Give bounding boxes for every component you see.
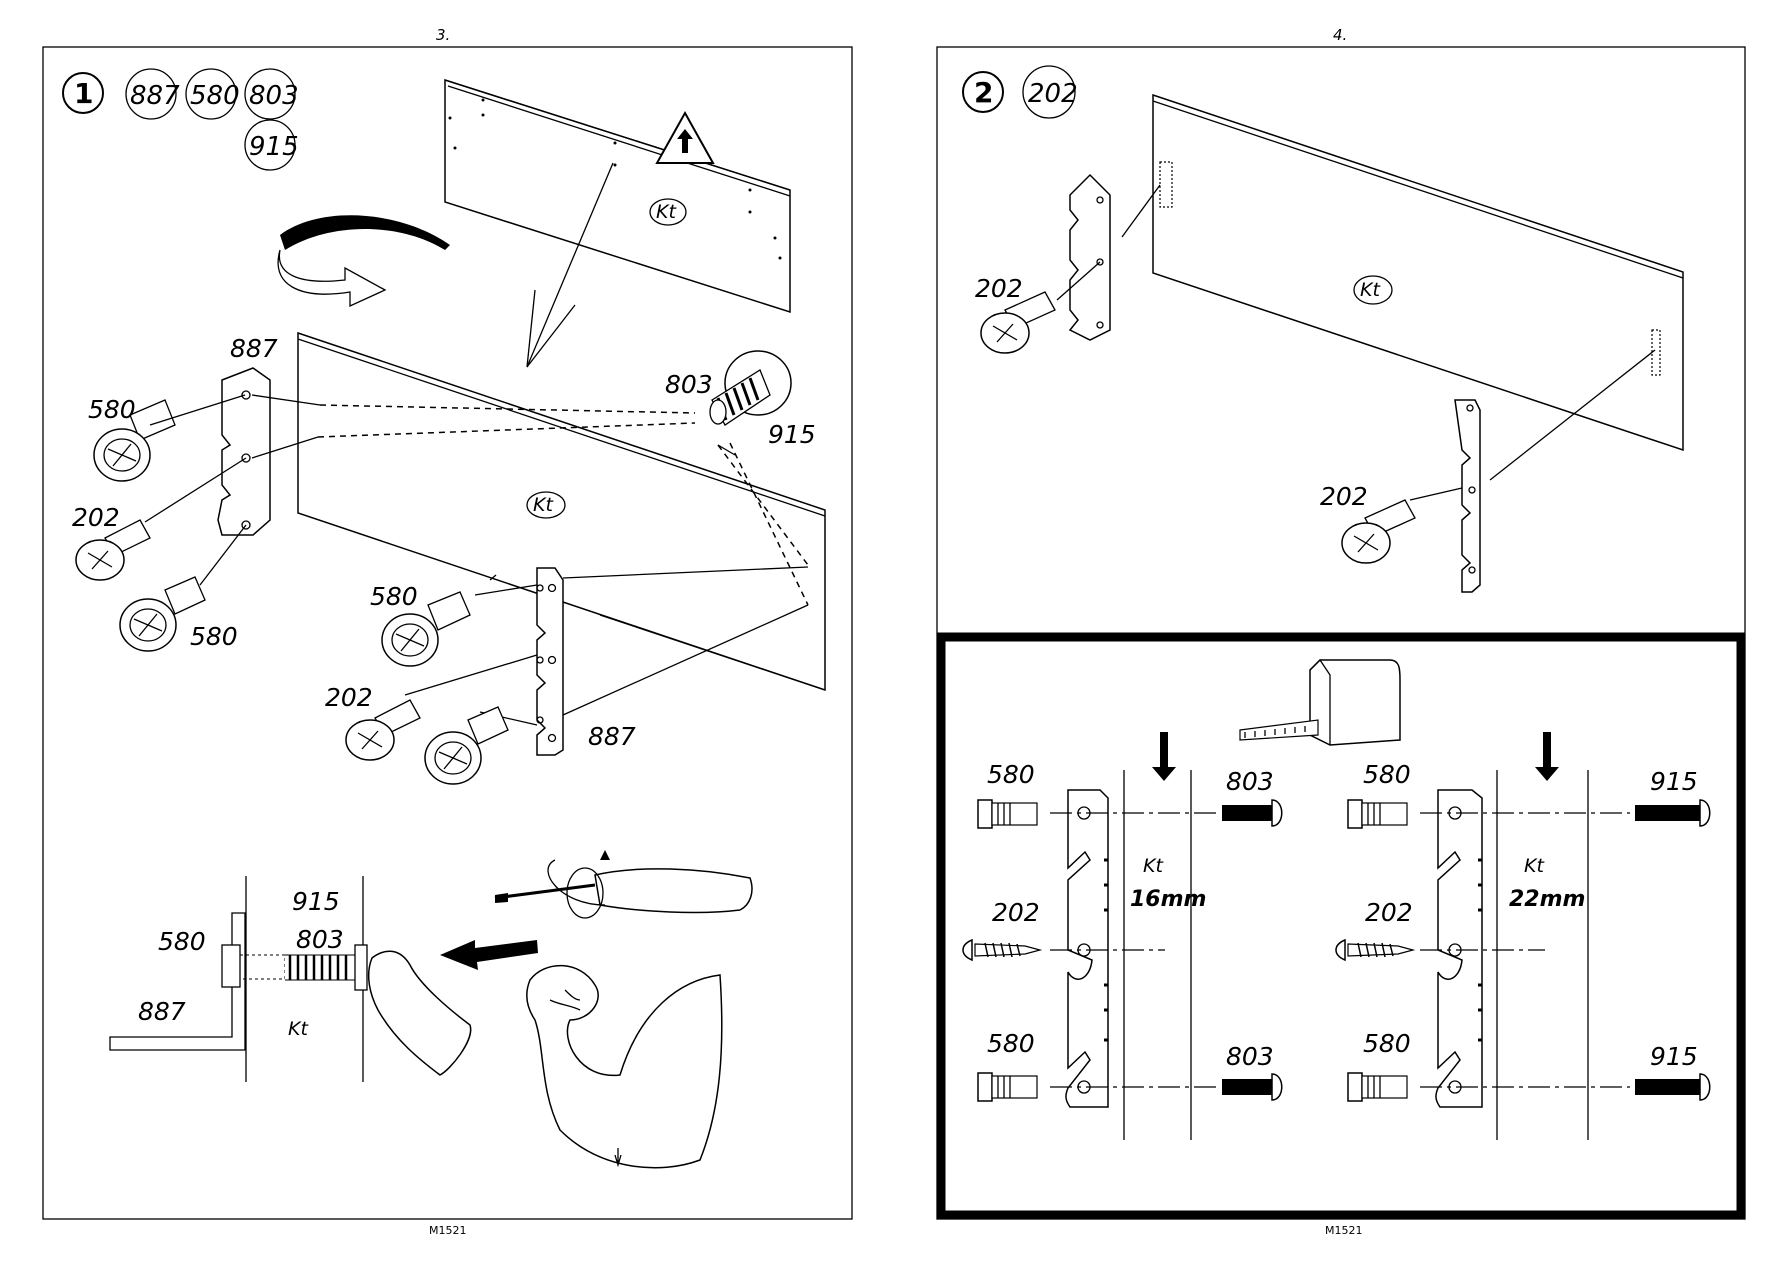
top-panel: Kt (444, 78, 791, 314)
spec-right: Kt 22mm 580 915 202 580 915 (1335, 732, 1711, 1140)
label-bolt: 803 (665, 370, 713, 399)
page-frame (42, 46, 853, 1220)
page-number: 4. (1333, 26, 1347, 44)
spec-right-screw: 202 (1365, 898, 1413, 927)
hand-icon (367, 950, 472, 1076)
step-badge: 2 (962, 71, 1004, 113)
screwdriver-icon (494, 850, 753, 919)
spec-right-panel: Kt (1524, 855, 1545, 877)
footer-code: M1521 (1325, 1224, 1363, 1237)
right-page: 4. M1521 2 202 Kt (936, 26, 1746, 1237)
push-arrow-icon (440, 940, 538, 970)
bracket-bottom: 887 (536, 567, 636, 756)
bracket-bottom (1454, 399, 1481, 593)
label-bolt-alt: 915 (768, 420, 816, 449)
spec-left-panel: Kt (1143, 855, 1164, 877)
part-915: 915 (249, 132, 299, 162)
label-bracket-bottom: 887 (588, 722, 636, 751)
detail-label-887: 887 (138, 997, 186, 1026)
bolt-icon (1222, 1073, 1283, 1101)
dowel-icon (424, 706, 509, 785)
page-number: 3. (436, 26, 450, 44)
dowel-icon (977, 1072, 1038, 1102)
bolt-icon (1635, 1073, 1711, 1101)
bolt-icon (709, 350, 792, 426)
dowel-icon (381, 591, 471, 667)
muscle-arm-icon (525, 964, 723, 1169)
spec-right-dowel-bottom: 580 (1363, 1029, 1411, 1058)
down-arrow-icon (1535, 732, 1559, 781)
spec-right-bolt-top: 915 (1650, 767, 1698, 796)
label-dowel-bottom: 580 (190, 622, 238, 651)
step-badge: 1 (62, 72, 104, 114)
part-803: 803 (249, 81, 299, 111)
left-page: 3. M1521 1 887 580 803 915 (42, 26, 853, 1237)
tape-measure-icon (1239, 658, 1401, 746)
screw-icon (980, 291, 1056, 354)
spec-right-bolt-bottom: 915 (1650, 1042, 1698, 1071)
spec-box: Kt 16mm 580 803 202 580 803 (936, 632, 1746, 1220)
label-screw-bottom: 202 (1320, 482, 1368, 511)
dowel-icon (119, 576, 206, 652)
part-580: 580 (190, 81, 240, 111)
bolt-icon (1635, 799, 1711, 827)
top-panel-label: Kt (656, 201, 677, 223)
parts-list: 887 580 803 915 (125, 68, 299, 171)
spec-right-dowel-top: 580 (1363, 760, 1411, 789)
warning-up-icon (655, 110, 715, 164)
spec-left: Kt 16mm 580 803 202 580 803 (962, 732, 1283, 1140)
label-screw-left: 202 (72, 503, 120, 532)
panel-label: Kt (1360, 279, 1381, 301)
footer-code: M1521 (429, 1224, 467, 1237)
dowel-icon (1347, 799, 1408, 829)
parts-list: 202 (1022, 65, 1078, 119)
dowel-icon (1347, 1072, 1408, 1102)
screw-icon (962, 938, 1043, 962)
detail-label-915: 915 (292, 887, 340, 916)
label-dowel-mid: 580 (370, 582, 418, 611)
detail-label-kt: Kt (288, 1018, 309, 1040)
bolt-icon (1222, 799, 1283, 827)
spec-left-screw: 202 (992, 898, 1040, 927)
label-screw-top: 202 (975, 274, 1023, 303)
label-bracket-top: 887 (230, 334, 278, 363)
main-panel: Kt (1152, 93, 1684, 452)
detail-section: 915 803 580 887 Kt (109, 850, 753, 1169)
bracket-top (1068, 173, 1111, 341)
screw-icon (75, 519, 151, 581)
rotate-arrow-icon (277, 215, 450, 308)
down-arrow-icon (1152, 732, 1176, 781)
bracket-top: 887 (217, 334, 278, 536)
spec-left-bolt-top: 803 (1226, 767, 1274, 796)
label-dowel-top: 580 (88, 395, 136, 424)
spec-left-thickness: 16mm (1130, 887, 1206, 912)
dowel-icon (977, 799, 1038, 829)
spec-left-dowel-bottom: 580 (987, 1029, 1035, 1058)
screw-icon (345, 699, 421, 761)
spec-left-dowel-top: 580 (987, 760, 1035, 789)
label-screw-mid: 202 (325, 683, 373, 712)
detail-label-580: 580 (158, 927, 206, 956)
part-887: 887 (130, 81, 180, 111)
screw-icon (1341, 499, 1416, 564)
step-number: 1 (74, 77, 93, 110)
spec-right-thickness: 22mm (1509, 887, 1585, 912)
screw-icon (1335, 938, 1416, 962)
detail-label-803: 803 (296, 925, 344, 954)
part-202: 202 (1028, 79, 1078, 109)
main-panel-label: Kt (533, 494, 554, 516)
step-number: 2 (974, 76, 993, 109)
dowel-icon (93, 399, 176, 482)
spec-left-bolt-bottom: 803 (1226, 1042, 1274, 1071)
